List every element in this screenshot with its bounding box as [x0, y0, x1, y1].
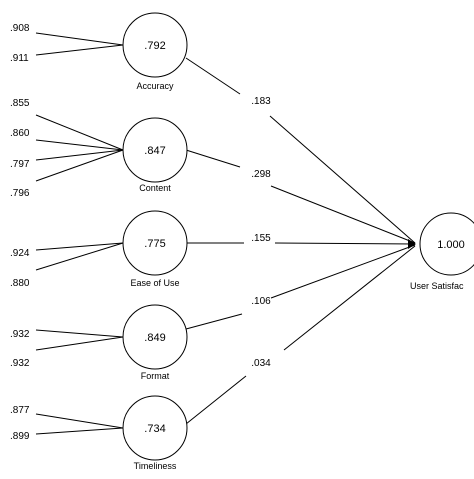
ease-of-use-indicator-line-1: [35, 242, 124, 251]
format-node: [122, 304, 188, 370]
accuracy-path-line: [185, 57, 241, 95]
user-satisfaction-node-label: User Satisfac: [410, 281, 464, 291]
accuracy-node-value: .792: [144, 40, 165, 52]
ease-of-use-indicator-line-2: [35, 242, 124, 271]
content-loading-1: .855: [10, 98, 30, 109]
ease-of-use-path-line-to-outcome: [274, 242, 416, 245]
content-node-label: Content: [139, 183, 171, 193]
ease-of-use-path-coefficient: .155: [251, 233, 271, 244]
content-indicator-line-3: [35, 149, 124, 161]
timeliness-node-label: Timeliness: [134, 461, 177, 471]
nodes-layer: [122, 12, 474, 461]
timeliness-indicator-line-1: [35, 413, 124, 429]
content-loading-3: .797: [10, 159, 30, 170]
format-loading-1: .932: [10, 329, 30, 340]
content-indicator-line-4: [35, 149, 124, 182]
format-node-value: .849: [144, 332, 165, 344]
accuracy-node-label: Accuracy: [136, 81, 174, 91]
content-loading-2: .860: [10, 128, 30, 139]
accuracy-path-coefficient: .183: [251, 96, 271, 107]
timeliness-loading-2: .899: [10, 431, 30, 442]
ease-of-use-loading-1: .924: [10, 248, 30, 259]
accuracy-indicator-line-1: [35, 32, 124, 46]
content-loading-4: .796: [10, 188, 30, 199]
content-node: [122, 117, 188, 183]
ease-of-use-node: [122, 210, 188, 276]
accuracy-path-line-to-outcome: [269, 115, 416, 244]
content-indicator-line-2: [35, 139, 124, 151]
edges-layer: [35, 32, 416, 435]
timeliness-path-line-to-outcome: [283, 245, 416, 351]
content-node-value: .847: [144, 145, 165, 157]
timeliness-node-value: .734: [144, 423, 165, 435]
ease-of-use-loading-2: .880: [10, 278, 30, 289]
content-path-coefficient: .298: [251, 169, 271, 180]
ease-of-use-node-label: Ease of Use: [130, 278, 179, 288]
timeliness-path-line: [185, 375, 247, 425]
timeliness-node: [122, 395, 188, 461]
timeliness-indicator-line-2: [35, 427, 124, 435]
format-path-coefficient: .106: [251, 296, 271, 307]
content-path-line-to-outcome: [270, 185, 416, 244]
accuracy-node: [122, 12, 188, 78]
outcome-arrowhead: [408, 239, 416, 249]
user-satisfaction-node: [419, 212, 474, 276]
format-loading-2: .932: [10, 358, 30, 369]
format-indicator-line-1: [35, 329, 124, 338]
user-satisfaction-node-value: 1.000: [437, 239, 465, 251]
content-path-line: [185, 149, 241, 168]
accuracy-loading-1: .908: [10, 23, 30, 34]
ease-of-use-node-value: .775: [144, 238, 165, 250]
accuracy-indicator-line-2: [35, 44, 124, 56]
format-node-label: Format: [141, 371, 170, 381]
timeliness-loading-1: .877: [10, 405, 30, 416]
format-path-line-to-outcome: [270, 244, 416, 299]
format-path-line: [185, 313, 243, 330]
timeliness-path-coefficient: .034: [251, 358, 271, 369]
content-indicator-line-1: [35, 114, 124, 151]
format-indicator-line-2: [35, 336, 124, 351]
accuracy-loading-2: .911: [10, 53, 29, 64]
